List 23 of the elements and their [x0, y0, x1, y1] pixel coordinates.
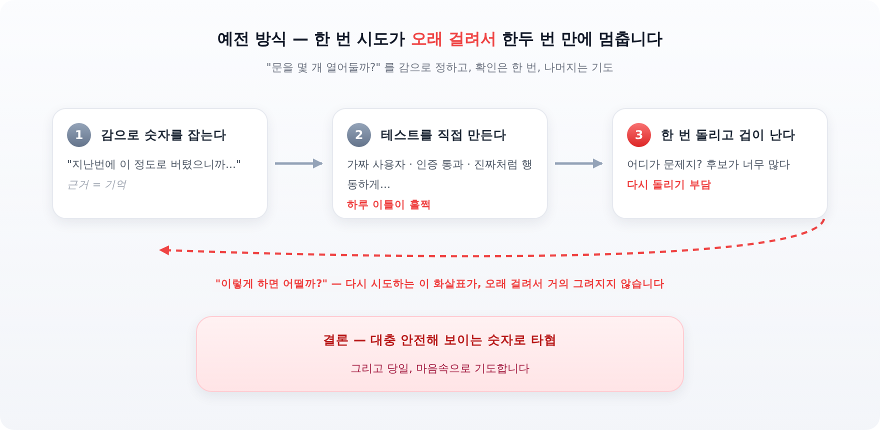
step-description: "지난번에 이 정도로 버텼으니까..." — [67, 157, 242, 173]
step-card — [52, 108, 268, 219]
step-card — [612, 108, 828, 219]
diagram-title: 예전 방식 — 한 번 시도가 오래 걸려서 한두 번 만에 멈춥니다 — [217, 29, 663, 50]
conclusion-text: 그리고 당일, 마음속으로 기도합니다 — [350, 361, 530, 376]
step-note: 근거 = 기억 — [67, 178, 128, 193]
step-title: 한 번 돌리고 겁이 난다 — [661, 126, 796, 144]
diagram-subtitle: "문을 몇 개 열어둘까?" 를 감으로 정하고, 확인은 한 번, 나머지는 기도 — [266, 60, 614, 75]
conclusion-box — [196, 316, 684, 392]
step-note: 하루 이틀이 훌쩍 — [347, 198, 432, 213]
step-number: 1 — [67, 123, 91, 147]
step-title: 감으로 숫자를 잡는다 — [101, 126, 227, 144]
step-number: 3 — [627, 123, 651, 147]
arrow — [555, 158, 603, 168]
step-description: 어디가 문제지? 후보가 너무 많다 — [627, 157, 791, 173]
step-title: 테스트를 직접 만든다 — [381, 126, 507, 144]
step-note: 다시 돌리기 부담 — [627, 178, 712, 193]
step-card — [332, 108, 548, 219]
arrow — [159, 218, 825, 258]
arrow — [275, 158, 323, 168]
step-number: 2 — [347, 123, 371, 147]
conclusion-title: 결론 — 대충 안전해 보이는 숫자로 타협 — [323, 332, 557, 349]
step-description: 가짜 사용자 · 인증 통과 · 진짜처럼 행동하게... — [347, 157, 533, 193]
